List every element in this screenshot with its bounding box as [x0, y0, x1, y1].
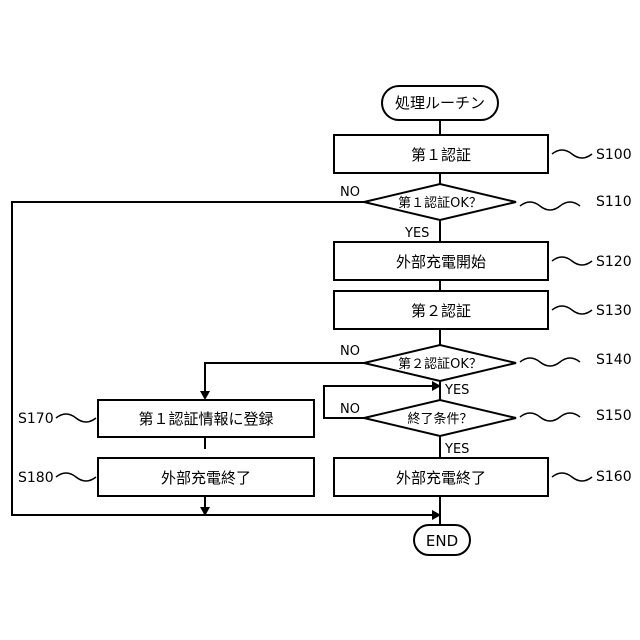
- process-s180-label: 外部充電終了: [161, 469, 251, 487]
- step-id-s110: S110: [596, 194, 632, 210]
- leader-s140: [520, 358, 580, 366]
- leader-s160: [552, 473, 592, 481]
- step-id-s180: S180: [18, 470, 54, 486]
- step-id-s160: S160: [596, 469, 632, 485]
- leader-s170: [56, 414, 96, 422]
- leader-s150: [520, 413, 580, 421]
- branch-label-s150-yes: YES: [444, 442, 469, 457]
- decision-s150: 終了条件？: [364, 400, 516, 436]
- arrowhead-s170: [200, 391, 210, 400]
- process-s160: 外部充電終了: [334, 458, 548, 496]
- step-markers-left: S170 S180: [18, 411, 96, 486]
- step-id-s170: S170: [18, 411, 54, 427]
- leader-s110: [520, 202, 580, 210]
- end-terminal: END: [414, 525, 470, 555]
- decision-s110: 第１認証OK？: [364, 184, 516, 220]
- branch-label-s140-yes: YES: [444, 383, 469, 398]
- decision-s140-label: 第２認証OK？: [398, 356, 482, 372]
- process-s120: 外部充電開始: [334, 242, 548, 280]
- process-s170-label: 第１認証情報に登録: [138, 410, 273, 428]
- branch-label-s110-yes: YES: [404, 226, 429, 241]
- step-id-s140: S140: [596, 352, 632, 368]
- process-s120-label: 外部充電開始: [396, 253, 486, 271]
- end-terminal-label: END: [426, 532, 458, 550]
- process-s160-label: 外部充電終了: [396, 469, 486, 487]
- branch-label-s110-no: NO: [340, 185, 360, 200]
- step-id-s100: S100: [596, 147, 632, 163]
- decision-s150-label: 終了条件？: [407, 411, 472, 427]
- process-s100: 第１認証: [334, 135, 548, 173]
- step-id-s130: S130: [596, 303, 632, 319]
- branch-label-s140-no: NO: [340, 344, 360, 359]
- process-s130: 第２認証: [334, 291, 548, 329]
- step-id-s120: S120: [596, 254, 632, 270]
- leader-s100: [552, 150, 592, 158]
- leader-s120: [552, 257, 592, 265]
- decision-s110-label: 第１認証OK？: [398, 195, 482, 211]
- start-terminal: 処理ルーチン: [382, 86, 498, 120]
- leader-s130: [552, 306, 592, 314]
- decision-s140: 第２認証OK？: [364, 345, 516, 381]
- branch-label-s150-no: NO: [340, 402, 360, 417]
- step-id-s150: S150: [596, 408, 632, 424]
- process-s130-label: 第２認証: [411, 302, 471, 320]
- leader-s180: [56, 473, 96, 481]
- start-terminal-label: 処理ルーチン: [395, 94, 485, 112]
- process-s180: 外部充電終了: [98, 458, 314, 496]
- process-s100-label: 第１認証: [411, 146, 471, 164]
- process-s170: 第１認証情報に登録: [98, 400, 314, 437]
